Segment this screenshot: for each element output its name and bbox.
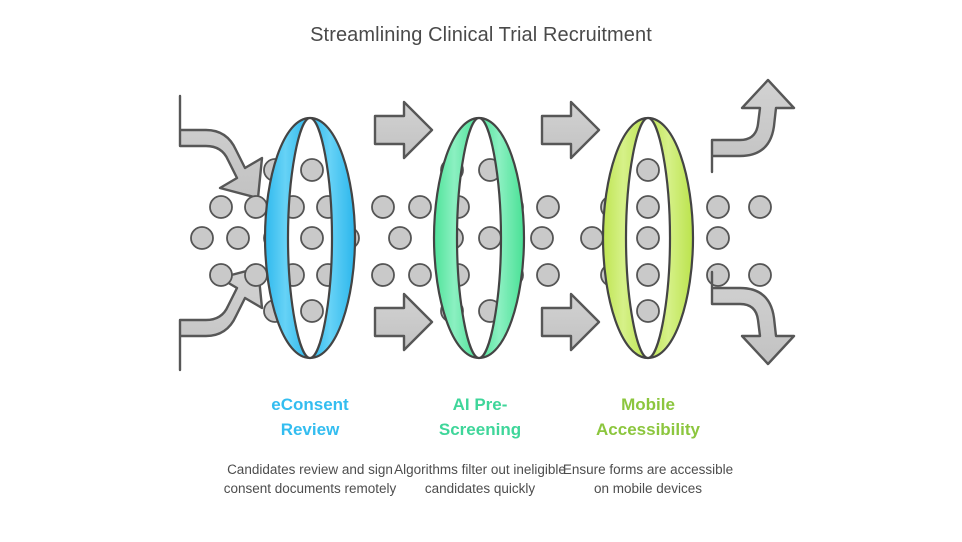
candidate-dot <box>244 195 268 219</box>
candidate-dot <box>371 195 395 219</box>
arrow-right-screening-to-mobile-top <box>540 100 601 160</box>
stage-body-ai-pre-screening: Algorithms filter out ineligible candida… <box>394 462 566 496</box>
exit-arrow-top <box>710 78 796 174</box>
candidate-dot <box>706 195 730 219</box>
stage-body-econsent-review: Candidates review and sign consent docum… <box>223 462 397 496</box>
candidate-dot <box>226 226 250 250</box>
candidate-dot <box>408 195 432 219</box>
stage-body-mobile-accessibility: Ensure forms are accessible on mobile de… <box>562 462 734 496</box>
stage-heading-econsent-review: eConsent Review <box>215 392 405 442</box>
candidate-dot <box>300 299 324 323</box>
candidate-dot <box>478 226 502 250</box>
candidate-dot <box>190 226 214 250</box>
candidate-dot <box>536 263 560 287</box>
candidate-dot <box>580 226 604 250</box>
stage-heading-line1: AI Pre- <box>452 395 508 414</box>
candidate-dot <box>636 263 660 287</box>
stage-heading-ai-pre-screening: AI Pre- Screening <box>385 392 575 442</box>
candidate-dot <box>636 226 660 250</box>
candidate-dot <box>371 263 395 287</box>
stage-caption-ai-pre-screening: AI Pre- Screening Algorithms filter out … <box>385 392 575 498</box>
candidate-dot <box>706 263 730 287</box>
stage-ring-econsent-review <box>263 116 357 360</box>
candidate-dot <box>536 195 560 219</box>
candidate-dot <box>388 226 412 250</box>
stage-heading-line1: Mobile <box>621 395 675 414</box>
arrow-right-screening-to-mobile-bottom <box>540 292 601 352</box>
funnel-diagram <box>0 78 962 388</box>
stage-caption-econsent-review: eConsent Review Candidates review and si… <box>215 392 405 498</box>
stage-heading-line2: Review <box>280 420 340 439</box>
candidate-dot <box>209 195 233 219</box>
candidate-dot <box>300 158 324 182</box>
page-title: Streamlining Clinical Trial Recruitment <box>310 24 652 46</box>
stage-heading-mobile-accessibility: Mobile Accessibility <box>553 392 743 442</box>
diagram-svg <box>178 78 796 372</box>
arrow-right-econsent-to-screening-top <box>373 100 434 160</box>
candidate-dot <box>408 263 432 287</box>
stage-captions: eConsent Review Candidates review and si… <box>0 392 962 522</box>
stage-heading-line2: Accessibility <box>596 420 700 439</box>
stage-heading-line2: Screening <box>438 420 522 439</box>
candidate-dot <box>636 299 660 323</box>
candidate-dot <box>530 226 554 250</box>
arrow-right-econsent-to-screening-bottom <box>373 292 434 352</box>
stage-heading-line1: eConsent <box>271 395 349 414</box>
stage-caption-mobile-accessibility: Mobile Accessibility Ensure forms are ac… <box>553 392 743 498</box>
candidate-dot <box>706 226 730 250</box>
candidate-dot <box>748 195 772 219</box>
stage-ring-ai-pre-screening <box>432 116 526 360</box>
candidate-dot <box>748 263 772 287</box>
entry-arrow-top <box>178 94 264 200</box>
candidate-dot <box>636 195 660 219</box>
stage-ring-mobile-accessibility <box>601 116 695 360</box>
candidate-dot <box>300 226 324 250</box>
candidate-dot <box>209 263 233 287</box>
exit-arrow-bottom <box>710 270 796 366</box>
candidate-dot <box>244 263 268 287</box>
candidate-dot <box>636 158 660 182</box>
